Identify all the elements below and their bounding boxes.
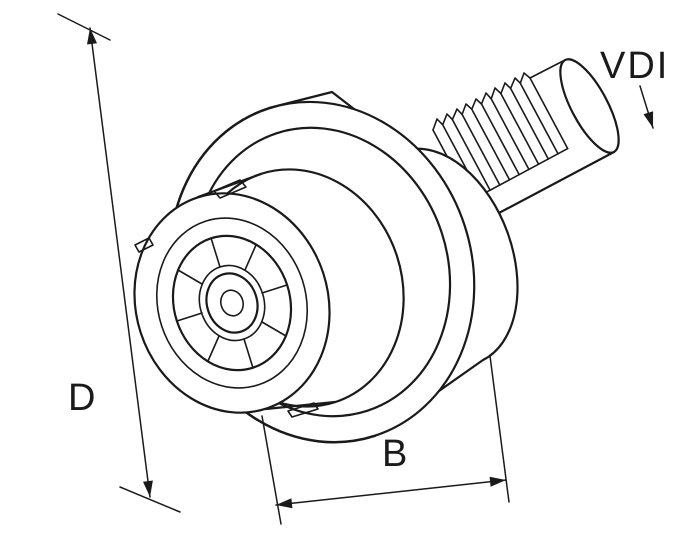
d-arrowhead-top <box>87 28 97 45</box>
vdi-label: VDI <box>600 45 669 87</box>
shank-end-cap <box>559 58 620 154</box>
serration-lines <box>432 77 569 202</box>
d-arrowhead-bottom <box>143 480 153 497</box>
dimension-d-label: D <box>68 377 95 419</box>
nut-cone-top-edge <box>196 172 263 199</box>
b-dimension-line <box>275 479 507 506</box>
b-arrowhead-right <box>489 476 506 487</box>
shank-serration-edge <box>432 59 566 131</box>
b-arrowhead-left <box>276 498 293 509</box>
nut-wrench-slots <box>134 179 319 418</box>
vdi-arrowhead <box>643 111 654 128</box>
d-dimension-line <box>89 27 151 498</box>
collet-nut <box>133 168 405 418</box>
collet-bore <box>205 272 259 334</box>
dimension-d: D <box>57 13 181 513</box>
collet <box>155 217 309 389</box>
bore-center-detail <box>219 289 245 317</box>
vdi-callout: VDI <box>600 45 669 129</box>
nut-cone-bottom-edge <box>264 400 337 411</box>
d-extension-line-bottom <box>119 486 181 513</box>
nut-inner-ring <box>155 217 309 389</box>
b-extension-line-left <box>261 415 282 525</box>
collet-slots <box>176 237 288 369</box>
shank-bottom-edge <box>480 150 616 224</box>
d-extension-line-top <box>57 13 111 41</box>
dimension-b-label: B <box>382 433 407 475</box>
b-extension-line-right <box>489 355 510 503</box>
dimension-b: B <box>261 355 510 525</box>
